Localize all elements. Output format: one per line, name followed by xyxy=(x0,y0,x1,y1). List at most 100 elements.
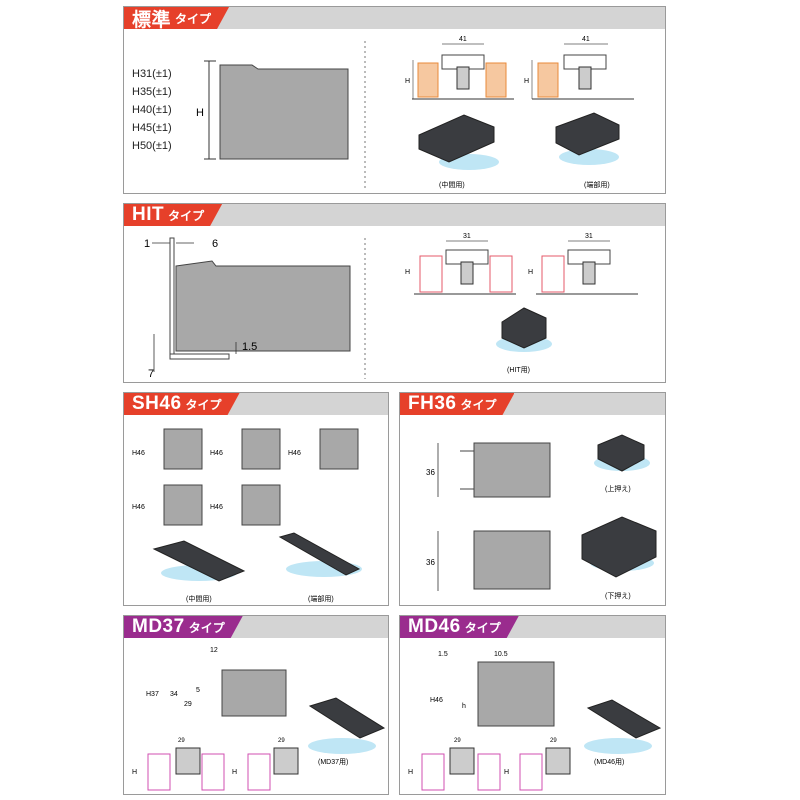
panel-title: MD37 xyxy=(132,616,185,637)
md46-clamp-photo xyxy=(586,699,662,739)
caption-mid: (中間用) xyxy=(186,594,212,603)
dim-34: 34 xyxy=(170,691,178,698)
clamp-diagram-mid: 41 H xyxy=(405,36,514,100)
panel-title-tag: FH36 タイプ xyxy=(400,393,514,415)
dim-width: 29 xyxy=(454,738,461,744)
fh36-bottom-clamp-photo xyxy=(581,516,657,578)
panel-title-tag: 標準 タイプ xyxy=(124,7,229,29)
sh46-mid-photo xyxy=(152,540,246,582)
panel-subtitle: タイプ xyxy=(460,397,497,412)
caption-hit: (HIT用) xyxy=(507,366,530,374)
dim-1-5: 1.5 xyxy=(242,341,257,353)
dim-h-label: H xyxy=(196,107,204,119)
height-list: H31(±1) H35(±1) H40(±1) H45(±1) H50(±1) xyxy=(132,65,172,155)
hit-clamp-photo xyxy=(501,307,547,349)
dim-h-label: H xyxy=(408,769,413,776)
dim-h46: H46 xyxy=(132,504,145,511)
sh46-drawing: H46 H46 H46 H46 H46 (中間用) (端部用) xyxy=(132,428,362,603)
sh46-type-panel: SH46 タイプ H46 H46 H46 H46 H46 (中間用) (端部用) xyxy=(123,392,389,606)
panel-subtitle: タイプ xyxy=(168,208,205,223)
dim-width: 41 xyxy=(459,36,467,43)
caption-bottom: (下押え) xyxy=(605,591,631,600)
dim-12: 12 xyxy=(210,647,218,654)
panel-title: HIT xyxy=(132,204,165,225)
height-option: H31(±1) xyxy=(132,68,172,80)
dim-10-5: 10.5 xyxy=(494,651,508,658)
sh46-end-photo xyxy=(278,532,361,576)
fh36-profile-top xyxy=(473,442,551,498)
dim-width: 31 xyxy=(463,233,471,240)
fh36-profile-bottom xyxy=(473,530,551,590)
dim-36: 36 xyxy=(426,468,435,477)
md46-type-panel: MD46 タイプ 1.5 10.5 3 H46 h (MD46用) 29 H 2… xyxy=(399,615,666,795)
product-shadow xyxy=(308,738,376,754)
dim-h46: H46 xyxy=(430,697,443,704)
clamp-mid-photo xyxy=(418,114,495,163)
md37-profile xyxy=(221,669,287,717)
panel-title-tag: MD46 タイプ xyxy=(400,616,519,638)
caption-md46: (MD46用) xyxy=(594,758,624,766)
dim-h46: H46 xyxy=(132,450,145,457)
panel-subtitle: タイプ xyxy=(188,620,225,635)
dim-h: h xyxy=(462,703,466,710)
panel-header-band xyxy=(124,204,665,226)
fh36-drawing: 36 36 (上押え) (下押え) xyxy=(426,434,657,600)
sh46-profiles: H46 H46 H46 H46 H46 xyxy=(132,428,359,526)
profile-shape xyxy=(219,64,349,160)
caption-mid: (中間用) xyxy=(439,180,465,189)
height-option: H50(±1) xyxy=(132,140,172,152)
dim-h-label: H xyxy=(405,78,410,85)
height-option: H45(±1) xyxy=(132,122,172,134)
dim-1: 1 xyxy=(144,238,150,250)
standard-drawing: H 41 H 41 H (中間用) xyxy=(196,36,634,189)
dim-h-label: H xyxy=(232,769,237,776)
md37-type-panel: MD37 タイプ 12 3 H37 34 5 29 (MD37用) 29 H 2… xyxy=(123,615,389,795)
standard-type-panel: 標準 タイプ H31(±1) H35(±1) H40(±1) H45(±1) H… xyxy=(123,6,666,194)
hit-type-panel: HIT タイプ 1 6 7 1.5 31 H 31 H xyxy=(123,203,666,383)
caption-end: (端部用) xyxy=(308,594,334,603)
hit-clamp-diagram-mid: 31 H xyxy=(405,233,516,295)
dim-h46: H46 xyxy=(210,504,223,511)
dim-h-label: H xyxy=(405,269,410,276)
panel-header-band xyxy=(124,7,665,29)
caption-top: (上押え) xyxy=(605,484,631,493)
height-option: H40(±1) xyxy=(132,104,172,116)
dim-width: 29 xyxy=(178,738,185,744)
md37-section xyxy=(147,753,171,791)
md37-clamp-photo xyxy=(308,697,386,739)
panel-title-tag: MD37 タイプ xyxy=(124,616,243,638)
product-shadow xyxy=(559,149,619,165)
dim-7: 7 xyxy=(148,368,154,380)
panel-title: MD46 xyxy=(408,616,461,637)
dim-width: 29 xyxy=(278,738,285,744)
dim-h-label: H xyxy=(528,269,533,276)
md46-section xyxy=(421,753,445,791)
panel-subtitle: タイプ xyxy=(175,11,212,26)
md46-drawing: 1.5 10.5 3 H46 h (MD46用) 29 H 29 H xyxy=(408,651,662,791)
panel-title-tag: HIT タイプ xyxy=(124,204,222,226)
product-shadow xyxy=(584,738,652,754)
fh36-top-clamp-photo xyxy=(597,434,645,472)
md37-drawing: 12 3 H37 34 5 29 (MD37用) 29 H 29 H xyxy=(132,647,386,791)
dim-h46: H46 xyxy=(210,450,223,457)
hit-clamp-diagram-end: 31 H xyxy=(528,233,638,295)
caption-md37: (MD37用) xyxy=(318,758,348,766)
panel-subtitle: タイプ xyxy=(185,397,222,412)
dim-h46: H46 xyxy=(288,450,301,457)
dim-1-5: 1.5 xyxy=(438,651,448,658)
dim-width: 31 xyxy=(585,233,593,240)
dim-29: 29 xyxy=(184,701,192,708)
md46-profile xyxy=(477,661,555,727)
dim-6: 6 xyxy=(212,238,218,250)
dim-h-label: H xyxy=(504,769,509,776)
caption-end: (端部用) xyxy=(584,180,610,189)
panel-title: SH46 xyxy=(132,393,182,414)
dim-h-label: H xyxy=(524,78,529,85)
profile-shape xyxy=(175,260,351,352)
fh36-type-panel: FH36 タイプ 36 36 (上押え) (下押え) xyxy=(399,392,666,606)
panel-title: FH36 xyxy=(408,393,457,414)
dim-5: 5 xyxy=(196,687,200,694)
height-option: H35(±1) xyxy=(132,86,172,98)
dim-width: 41 xyxy=(582,36,590,43)
panel-title-tag: SH46 タイプ xyxy=(124,393,240,415)
